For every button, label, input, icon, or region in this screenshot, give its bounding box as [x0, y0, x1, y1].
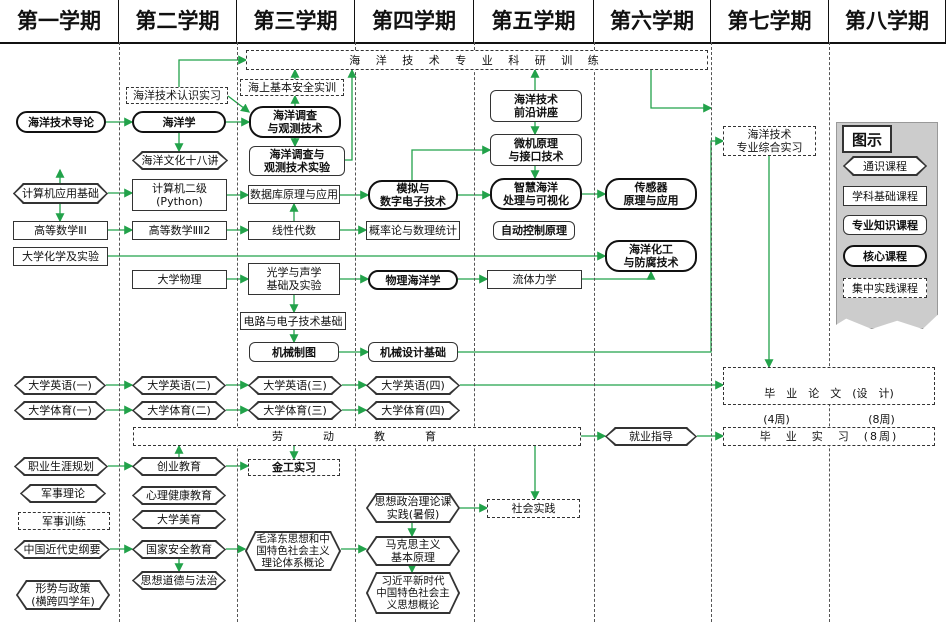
circuits-course: 电路与电子技术基础	[240, 312, 346, 330]
semester-header: 第五学期	[474, 0, 594, 42]
legend-general: 通识课程	[843, 156, 927, 176]
comprehensive-internship: 海洋技术 专业综合实习	[723, 126, 816, 156]
oceanography-course: 海洋学	[132, 111, 226, 133]
connector-arrow	[650, 70, 713, 113]
header-divider	[0, 42, 946, 44]
physical-ocean-course: 物理海洋学	[368, 270, 458, 290]
math-1-course: 高等数学ⅡⅠ	[13, 221, 108, 240]
connector-arrow	[178, 55, 248, 87]
metalwork-practice: 金工实习	[248, 459, 340, 476]
semester-column-line	[237, 42, 238, 622]
semester-header: 第四学期	[355, 0, 474, 42]
survey-lab-course: 海洋调查与 观测技术实验	[249, 146, 345, 176]
legend-practice: 集中实践课程	[843, 278, 927, 298]
marine-cognition-practice: 海洋技术认识实习	[126, 87, 228, 104]
english-1-course: 大学英语(一)	[14, 376, 106, 395]
pe-4-course: 大学体育(四)	[366, 401, 460, 420]
fluid-mechanics-course: 流体力学	[487, 270, 582, 289]
smart-ocean-course: 智慧海洋 处理与可视化	[490, 178, 582, 210]
legend-professional: 专业知识课程	[843, 215, 927, 235]
semester-column-line	[355, 42, 356, 622]
mech-drawing-course: 机械制图	[249, 342, 339, 362]
thesis-weeks-sem7: (4周)	[763, 413, 790, 426]
marine-chemical-course: 海洋化工 与防腐技术	[605, 240, 697, 272]
thesis-weeks-sem8: (8周)	[868, 413, 895, 426]
mental-health: 心理健康教育	[132, 486, 226, 505]
xi-thought: 习近平新时代 中国特色社会主 义思想概论	[366, 572, 460, 614]
labor-education: 劳 动 教 育	[133, 427, 581, 446]
english-3-course: 大学英语(三)	[248, 376, 342, 395]
microcomputer-course: 微机原理 与接口技术	[490, 134, 582, 166]
social-practice: 社会实践	[487, 499, 580, 518]
aesthetics: 大学美育	[132, 510, 226, 529]
pe-2-course: 大学体育(二)	[132, 401, 226, 420]
linear-algebra-course: 线性代数	[248, 221, 340, 240]
career-planning: 职业生涯规划	[14, 457, 108, 476]
connector-arrow	[582, 270, 656, 280]
modern-history: 中国近代史纲要	[14, 540, 110, 559]
marine-culture-course: 海洋文化十八讲	[132, 151, 228, 170]
ideology-practice: 思想政治理论课 实践(暑假)	[366, 493, 460, 523]
morality-law: 思想道德与法治	[132, 571, 226, 590]
legend-core: 核心课程	[843, 245, 927, 267]
semester-column-line	[829, 42, 830, 622]
math-2-course: 高等数学ⅡⅡ2	[132, 221, 227, 240]
physics-course: 大学物理	[132, 270, 227, 289]
pe-1-course: 大学体育(一)	[14, 401, 106, 420]
semester-header: 第七学期	[711, 0, 829, 42]
probability-course: 概率论与数理统计	[366, 221, 460, 240]
computer-basics-course: 计算机应用基础	[13, 183, 108, 204]
auto-control-course: 自动控制原理	[493, 221, 575, 240]
semester-column-line	[119, 42, 120, 622]
legend-title: 图示	[842, 125, 892, 153]
situation-policy: 形势与政策 (横跨四学年)	[16, 580, 110, 610]
semester-header: 第一学期	[0, 0, 119, 42]
semester-column-line	[711, 42, 712, 622]
pe-3-course: 大学体育(三)	[248, 401, 342, 420]
graduation-internship: 毕 业 实 习 (8周)	[723, 427, 935, 446]
employment-guidance: 就业指导	[605, 427, 697, 446]
semester-header: 第八学期	[829, 0, 946, 42]
connector-arrow	[345, 68, 357, 161]
computer-l2-course: 计算机二级 (Python)	[132, 179, 227, 211]
semester-column-line	[594, 42, 595, 622]
military-theory: 军事理论	[20, 484, 106, 503]
english-2-course: 大学英语(二)	[132, 376, 226, 395]
connector-arrow	[227, 95, 251, 113]
marine-frontier-lecture: 海洋技术 前沿讲座	[490, 90, 582, 122]
sensor-course: 传感器 原理与应用	[605, 178, 697, 210]
marxism-principles: 马克思主义 基本原理	[366, 536, 460, 566]
connector-arrow	[411, 145, 492, 180]
legend-basic: 学科基础课程	[843, 186, 927, 206]
english-4-course: 大学英语(四)	[366, 376, 460, 395]
national-security: 国家安全教育	[132, 540, 226, 559]
semester-column-line	[474, 42, 475, 622]
analog-digital-course: 模拟与 数字电子技术	[368, 180, 458, 210]
marine-safety-training: 海上基本安全实训	[240, 79, 344, 96]
chemistry-course: 大学化学及实验	[13, 247, 108, 266]
entrepreneurship: 创业教育	[132, 457, 226, 476]
research-training: 海 洋 技 术 专 业 科 研 训 练	[246, 50, 708, 70]
thesis-title: 毕 业 论 文 (设 计)	[764, 387, 894, 400]
marine-intro-course: 海洋技术导论	[16, 111, 106, 133]
mech-design-course: 机械设计基础	[368, 342, 458, 362]
mao-thought: 毛泽东思想和中 国特色社会主义 理论体系概论	[245, 531, 341, 571]
optics-acoustics-course: 光学与声学 基础及实验	[248, 263, 340, 295]
semester-header: 第三学期	[237, 0, 355, 42]
semester-header: 第二学期	[119, 0, 237, 42]
semester-header: 第六学期	[594, 0, 711, 42]
marine-survey-course: 海洋调查 与观测技术	[249, 106, 341, 138]
thesis-practice: 毕 业 论 文 (设 计) (4周) (8周)	[723, 367, 935, 426]
database-course: 数据库原理与应用	[248, 185, 340, 204]
military-training: 军事训练	[18, 512, 110, 530]
